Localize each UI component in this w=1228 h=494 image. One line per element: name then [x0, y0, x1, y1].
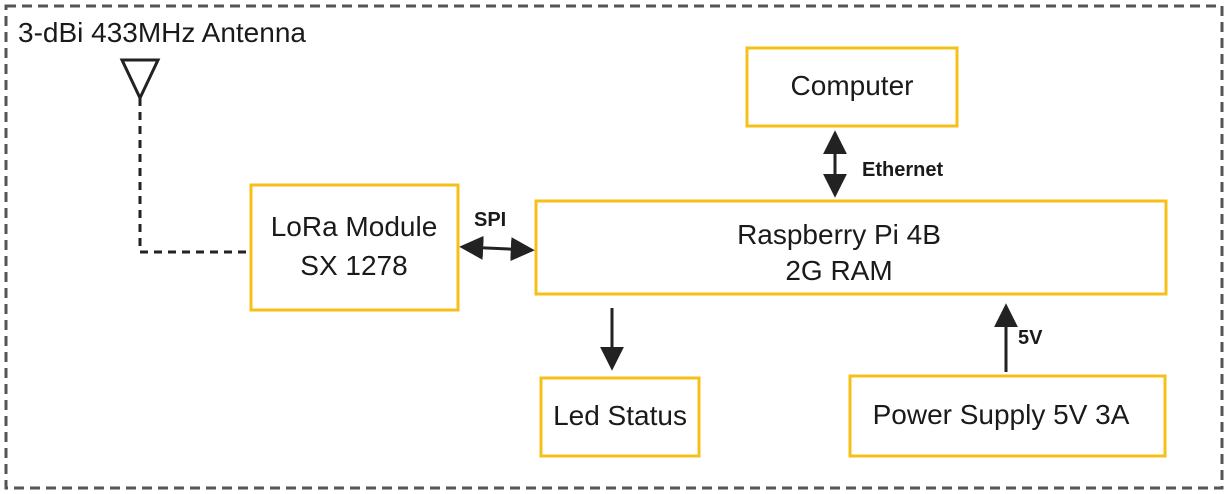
computer-block-label: Computer — [791, 70, 914, 101]
spi-arrow — [459, 235, 535, 262]
computer-block — [745, 46, 959, 128]
led-status-label: Led Status — [553, 400, 687, 431]
power-supply-block — [848, 374, 1167, 458]
power-supply-label: Power Supply 5V 3A — [873, 399, 1130, 430]
antenna-icon — [119, 58, 161, 102]
ethernet-label: Ethernet — [862, 159, 943, 181]
raspberry-pi-label-line2: 2G RAM — [785, 255, 892, 286]
outer-frame — [4, 4, 1224, 490]
antenna-feed-line — [138, 98, 250, 254]
antenna-label: 3-dBi 433MHz Antenna — [18, 17, 306, 48]
raspberry-pi-label-line1: Raspberry Pi 4B — [737, 219, 941, 250]
power-voltage-label: 5V — [1018, 327, 1043, 349]
lora-module-label-line1: LoRa Module — [271, 211, 438, 242]
led-status-block — [539, 376, 701, 458]
lora-module-label-line2: SX 1278 — [300, 250, 407, 281]
spi-label: SPI — [474, 209, 506, 231]
lora-module-block — [249, 183, 460, 312]
raspberry-pi-block — [534, 199, 1168, 296]
